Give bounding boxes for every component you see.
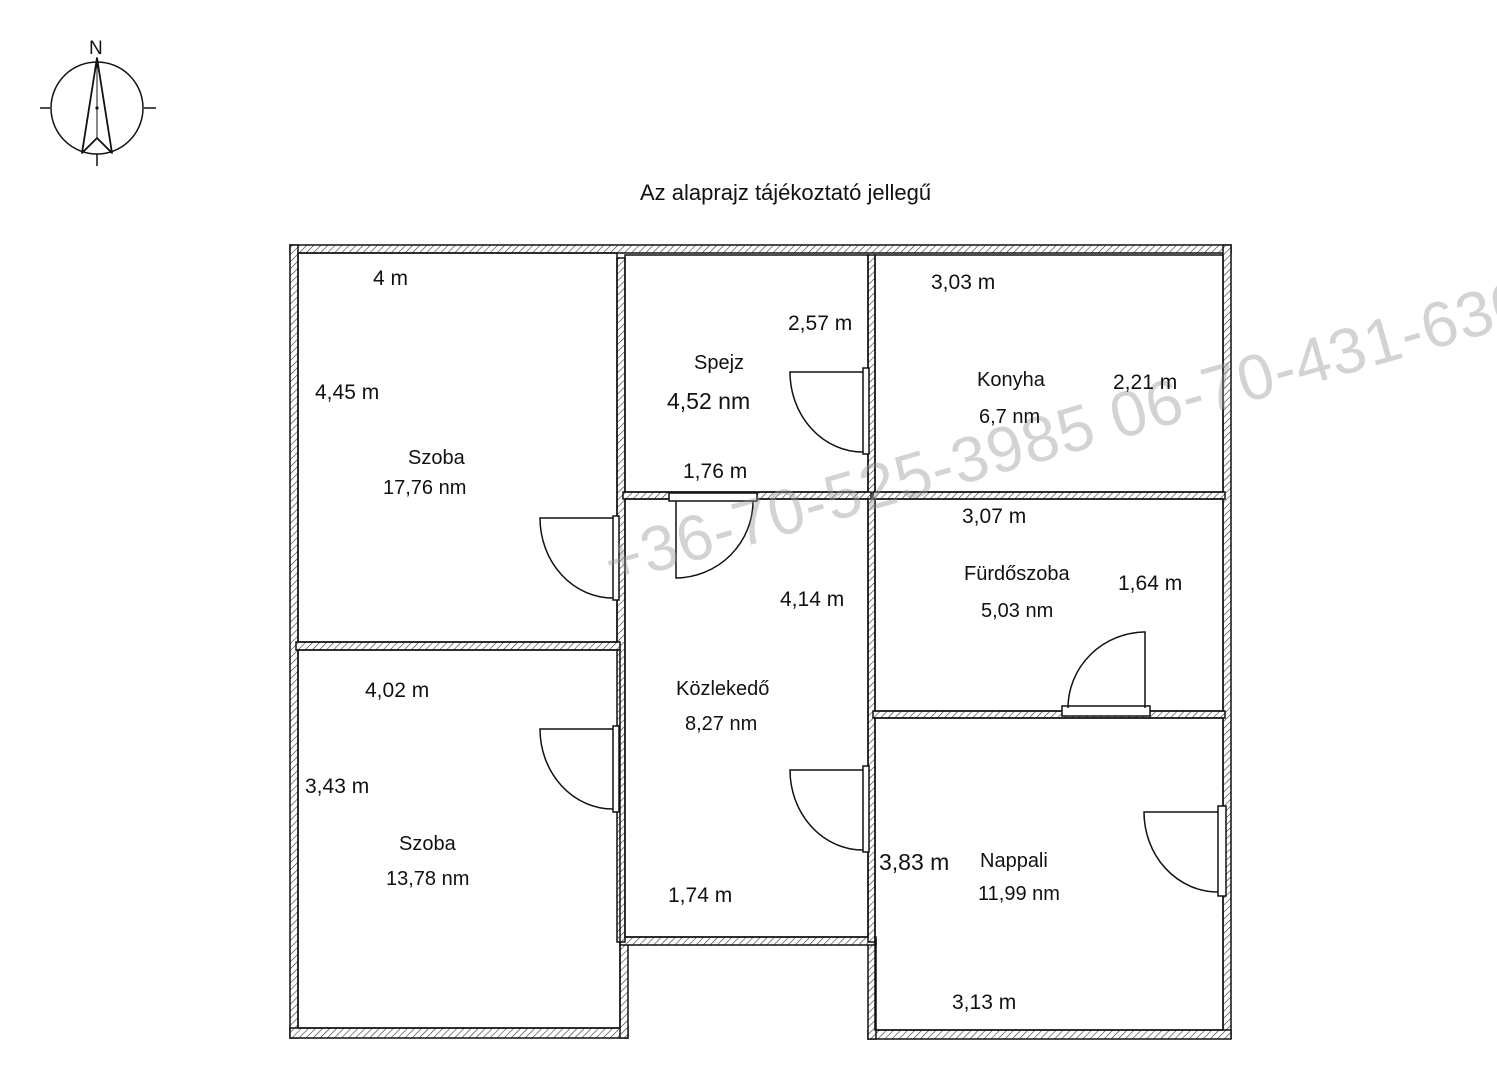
room-area-szoba-1: 17,76 nm [383,477,467,499]
dim-spejz-depth: 2,57 m [788,312,853,335]
dim-nappali-depth: 3,83 m [879,849,950,875]
room-area-szoba-2: 13,78 nm [386,868,470,890]
dim-szoba1-depth: 4,45 m [315,381,380,404]
room-area-nappali: 11,99 nm [978,883,1060,905]
door-szoba2 [539,725,620,813]
plan-title: Az alaprajz tájékoztató jellegű [640,180,932,205]
door-furdoszoba [1061,631,1151,717]
dim-konyha-depth: 2,21 m [1113,371,1178,394]
room-area-konyha: 6,7 nm [979,406,1041,428]
room-name-furdoszoba: Fürdőszoba [964,563,1070,585]
dim-konyha-width: 3,03 m [931,271,996,294]
dim-szoba2-depth: 3,43 m [305,775,370,798]
room-name-szoba-2: Szoba [399,833,456,855]
room-area-kozlekedo: 8,27 nm [685,713,758,735]
door-kozlekedo-top [668,492,758,579]
room-name-nappali: Nappali [980,850,1048,872]
door-spejz [789,367,870,455]
room-name-szoba-1: Szoba [408,447,465,469]
dim-furdo-depth: 1,64 m [1118,572,1183,595]
room-outlines [297,252,1224,1031]
dim-kozlekedo-length: 4,14 m [780,588,845,611]
door-szoba1 [539,515,620,601]
dim-kozlekedo-width: 1,74 m [668,884,733,907]
compass-north-label: N [89,38,103,59]
room-area-furdoszoba: 5,03 nm [981,600,1054,622]
dim-spejz-width: 1,76 m [683,460,748,483]
compass-icon [40,57,156,166]
outer-walls [289,244,1232,1040]
room-name-kozlekedo: Közlekedő [676,678,770,700]
door-kozlekedo-right [789,765,870,853]
dim-furdo-width: 3,07 m [962,505,1027,528]
dim-nappali-width: 3,13 m [952,991,1017,1014]
room-area-spejz: 4,52 nm [667,388,751,414]
door-nappali [1143,805,1227,897]
doors [539,367,1227,897]
room-name-konyha: Konyha [977,369,1045,391]
dim-szoba2-width: 4,02 m [365,679,430,702]
dim-szoba1-width: 4 m [373,267,409,290]
room-name-spejz: Spejz [694,352,745,374]
